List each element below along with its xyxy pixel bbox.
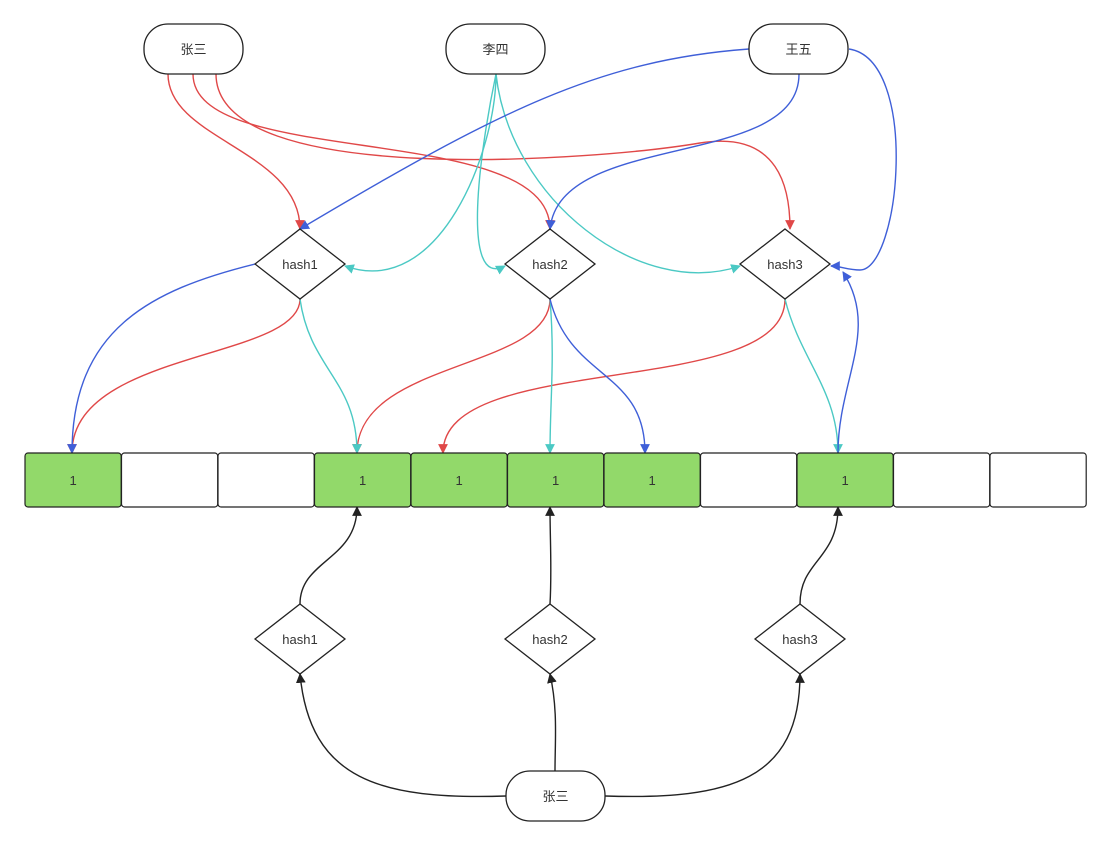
- bit-cell-5: 1: [506, 452, 605, 508]
- edge-hash3-bit8-blue: [837, 271, 859, 454]
- input-zhangsan[interactable]: 张三: [143, 23, 244, 75]
- bit-cell-10: [989, 452, 1087, 508]
- edge-wangwu-hash1: [299, 48, 750, 230]
- edge-qhash3-bit8: [799, 506, 843, 605]
- edge-hash3-bit4: [438, 298, 786, 454]
- bit-cell-8: 1: [796, 452, 894, 508]
- bit-array: 1 1 1 1 1 1: [24, 452, 1087, 508]
- edge-hash1-bit3: [299, 298, 362, 454]
- hash1-node[interactable]: hash1: [253, 228, 347, 300]
- bit-cell-3: 1: [313, 452, 412, 508]
- hash2-node[interactable]: hash2: [503, 228, 597, 300]
- hash-label: hash3: [767, 257, 802, 272]
- input-label: 王五: [785, 42, 811, 57]
- bit-cell-1: [120, 452, 219, 508]
- input-wangwu[interactable]: 王五: [748, 23, 849, 75]
- edge-query-qhash2: [547, 673, 557, 772]
- input-label: 张三: [180, 42, 206, 57]
- edge-zhangsan-hash3: [215, 73, 795, 230]
- hash-label: hash1: [282, 257, 317, 272]
- query-input-zhangsan[interactable]: 张三: [505, 770, 606, 822]
- edge-hash2-bit5: [545, 298, 555, 454]
- edge-qhash1-bit3: [299, 506, 362, 605]
- query-label: 张三: [542, 789, 568, 804]
- bit-cell-box: [120, 452, 219, 508]
- hash-label: hash3: [782, 632, 817, 647]
- query-hash2-node[interactable]: hash2: [503, 603, 597, 675]
- bit-cell-value: 1: [455, 473, 462, 488]
- edge-lisi-hash3: [495, 73, 741, 274]
- bit-cell-value: 1: [841, 473, 848, 488]
- edge-zhangsan-hash1: [167, 73, 305, 230]
- query-hash1-node[interactable]: hash1: [253, 603, 347, 675]
- edges-query: [295, 506, 843, 798]
- edges-lisi: [299, 73, 843, 454]
- edge-lisi-hash2: [476, 73, 506, 275]
- bit-cell-7: [699, 452, 798, 508]
- bit-cell-4: 1: [410, 452, 508, 508]
- bit-cell-value: 1: [552, 473, 559, 488]
- edge-wangwu-hash2: [546, 73, 800, 230]
- bit-cell-value: 1: [648, 473, 655, 488]
- edge-hash2-bit3: [352, 298, 551, 454]
- bit-cell-0: 1: [24, 452, 122, 508]
- bit-cell-box: [989, 452, 1087, 508]
- bit-cell-9: [892, 452, 991, 508]
- input-label: 李四: [482, 42, 508, 57]
- edges-zhangsan: [67, 73, 795, 454]
- bit-cell-value: 1: [359, 473, 366, 488]
- edge-zhangsan-hash2: [192, 73, 555, 230]
- edge-hash1-bit0-blue: [67, 263, 256, 454]
- edge-hash2-bit6: [549, 298, 650, 454]
- hash3-node[interactable]: hash3: [738, 228, 832, 300]
- hash-label: hash2: [532, 257, 567, 272]
- bit-cell-box: [699, 452, 798, 508]
- edge-wangwu-hash3: [830, 48, 897, 271]
- bit-cell-value: 1: [69, 473, 76, 488]
- query-hash3-node[interactable]: hash3: [753, 603, 847, 675]
- edges-wangwu: [67, 48, 897, 454]
- hash-label: hash2: [532, 632, 567, 647]
- bit-cell-box: [892, 452, 991, 508]
- hash-label: hash1: [282, 632, 317, 647]
- input-lisi[interactable]: 李四: [445, 23, 546, 75]
- bit-cell-6: 1: [603, 452, 701, 508]
- edge-query-qhash1: [295, 673, 507, 798]
- bit-cell-box: [217, 452, 315, 508]
- edge-hash1-bit0: [67, 298, 301, 454]
- edge-qhash2-bit5: [545, 506, 555, 605]
- edge-hash3-bit8: [784, 298, 843, 454]
- edge-lisi-hash1: [344, 73, 497, 274]
- edge-query-qhash3: [604, 673, 805, 798]
- bit-cell-2: [217, 452, 315, 508]
